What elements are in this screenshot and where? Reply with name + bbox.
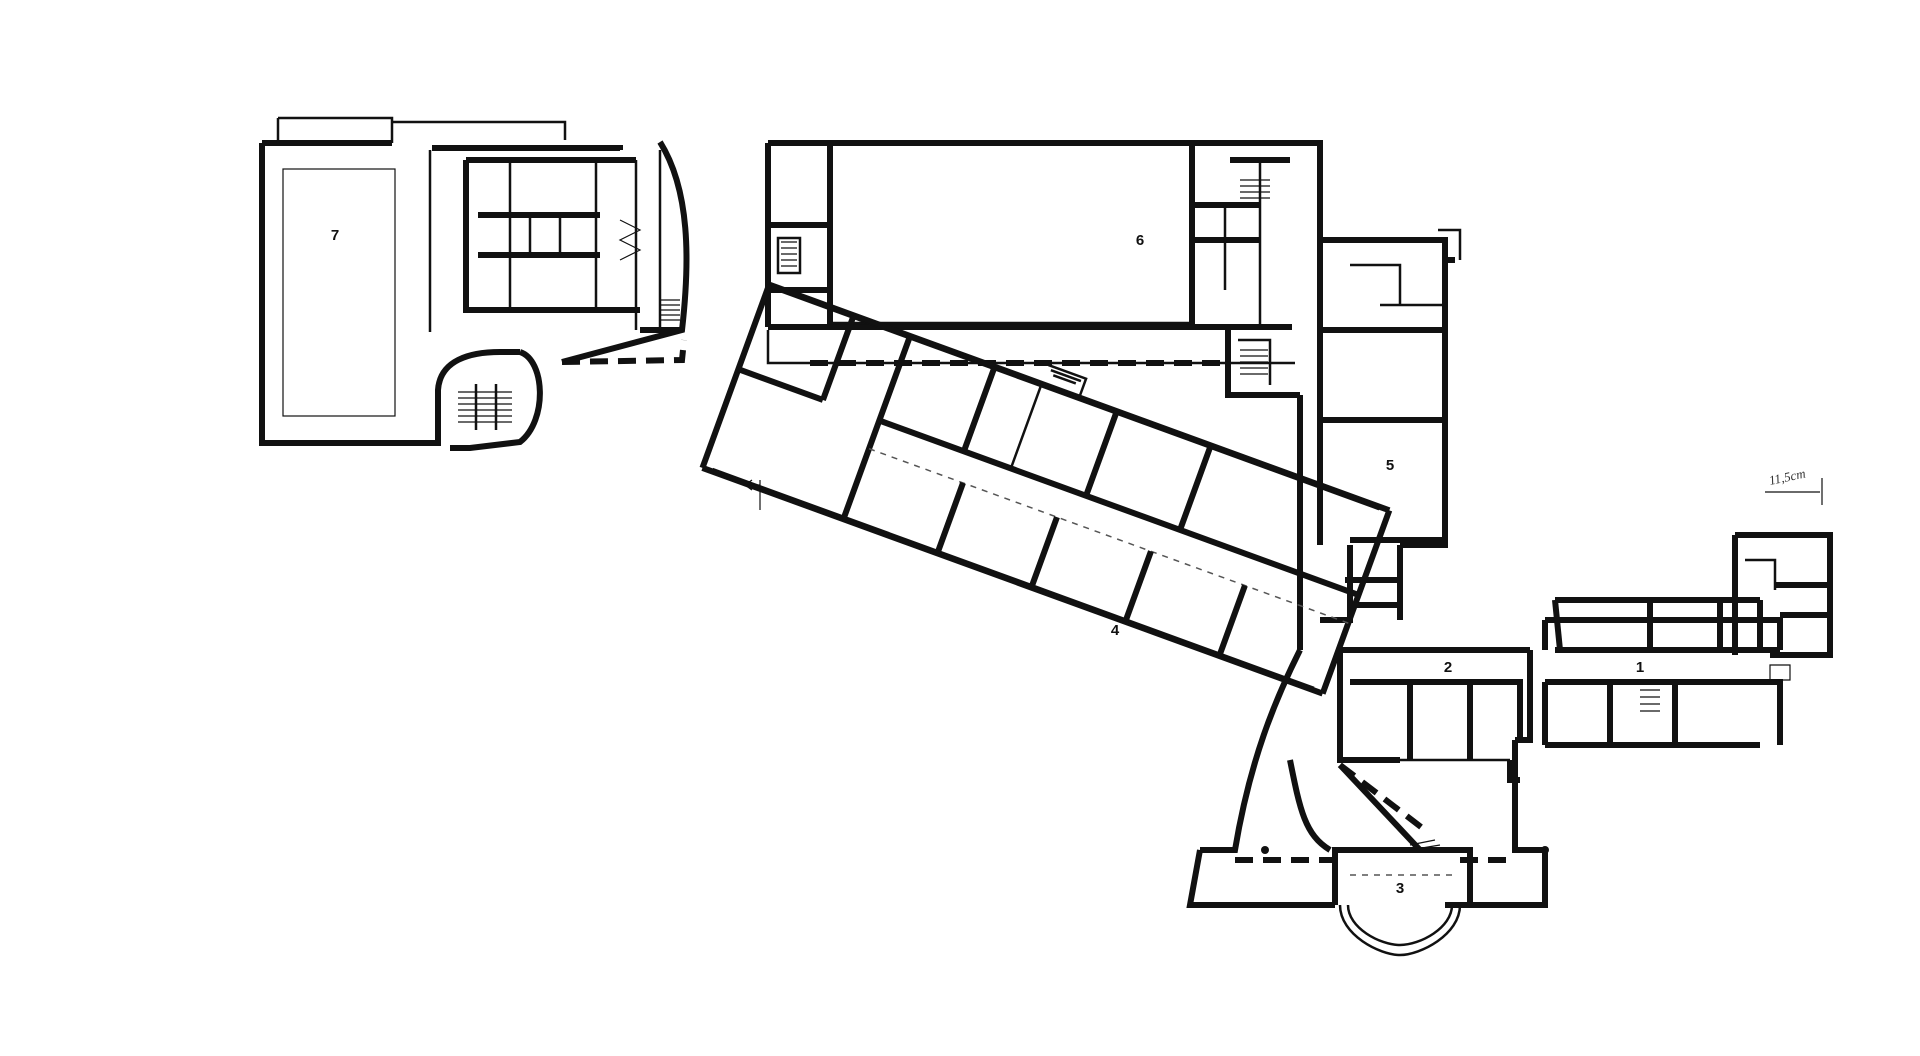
room-label-2: 2 — [1444, 659, 1452, 676]
room-label-4: 4 — [1111, 622, 1120, 639]
building-1-2 — [1337, 532, 1833, 783]
building-7 — [259, 116, 690, 451]
building-4 — [699, 281, 1393, 697]
room-label-3: 3 — [1396, 880, 1404, 897]
room-label-7: 7 — [331, 227, 339, 244]
building-5 — [1225, 228, 1462, 650]
room-labels: 1 2 3 4 5 6 7 — [331, 227, 1644, 897]
room-label-1: 1 — [1636, 659, 1644, 676]
scale-note: 11,5cm — [1768, 466, 1807, 488]
building-3 — [1186, 648, 1549, 957]
room-label-5: 5 — [1386, 457, 1394, 474]
room-label-6: 6 — [1136, 232, 1144, 249]
